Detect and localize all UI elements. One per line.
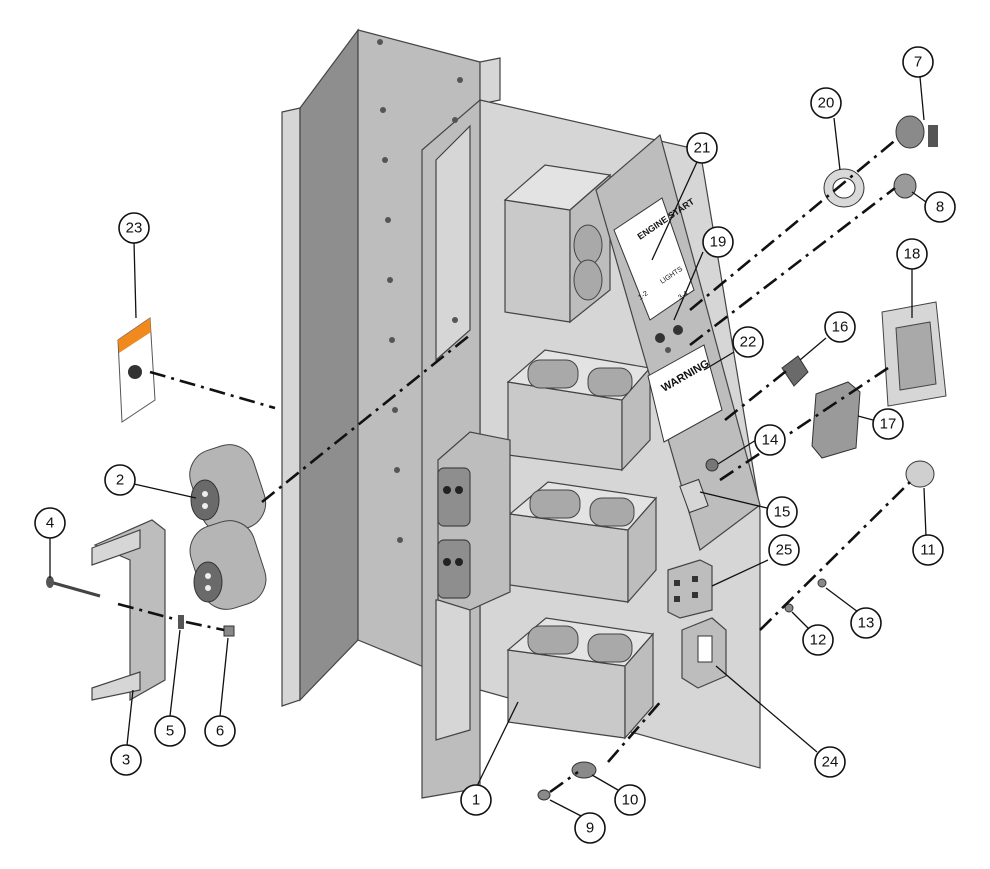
lights-left-label: 1-2 [637, 290, 649, 302]
single-receptacle [811, 381, 861, 459]
screw-5 [178, 615, 184, 629]
svg-text:13: 13 [858, 615, 875, 632]
svg-text:14: 14 [762, 432, 779, 449]
callout-14: 14 [754, 424, 786, 456]
callout-2: 2 [104, 464, 136, 496]
screw-13 [817, 578, 827, 588]
svg-text:3: 3 [122, 752, 130, 769]
left-flange [281, 107, 301, 707]
callout-22: 22 [732, 326, 764, 358]
svg-text:23: 23 [126, 220, 143, 237]
capacitor-pair [189, 444, 267, 610]
svg-text:4: 4 [46, 515, 54, 532]
lights-right-label: 3-4 [677, 290, 689, 302]
callout-12: 12 [802, 624, 834, 656]
svg-text:22: 22 [740, 334, 757, 351]
svg-text:10: 10 [622, 792, 639, 809]
svg-text:9: 9 [586, 820, 594, 837]
long-screw [49, 580, 101, 598]
svg-text:24: 24 [822, 754, 839, 771]
assembly-lines [117, 136, 911, 794]
screw-head [46, 576, 54, 588]
duplex-receptacle-mount [437, 431, 511, 611]
callout-16: 16 [824, 311, 856, 343]
screw-12 [784, 603, 794, 613]
left-side-wall [299, 28, 359, 702]
bushing-8 [893, 173, 917, 199]
svg-text:7: 7 [914, 54, 922, 71]
callout-9: 9 [574, 812, 606, 844]
ring-11 [905, 460, 935, 488]
callout-25: 25 [768, 534, 800, 566]
svg-text:25: 25 [776, 542, 793, 559]
callout-8: 8 [924, 191, 956, 223]
svg-text:8: 8 [936, 199, 944, 216]
perforation-top [435, 124, 471, 362]
perforation-bottom [435, 599, 471, 741]
svg-text:16: 16 [832, 319, 849, 336]
transformer-middle [508, 481, 658, 604]
control-faceplate: ENGINE START 1-2 LIGHTS 3-4 WARNING [595, 133, 761, 552]
cover-plate [881, 301, 947, 407]
transformer-lower [506, 617, 655, 740]
callout-10: 10 [614, 784, 646, 816]
svg-text:5: 5 [166, 723, 174, 740]
svg-text:21: 21 [694, 140, 711, 157]
nut-10 [571, 761, 597, 779]
callout-11: 11 [912, 534, 944, 566]
callout-bubbles: 1 2 3 4 5 6 7 8 9 10 11 12 13 14 15 16 1… [34, 46, 956, 844]
callout-23: 23 [118, 212, 150, 244]
rotary-switch [895, 115, 938, 149]
callout-6: 6 [204, 715, 236, 747]
callout-17: 17 [872, 408, 904, 440]
svg-text:12: 12 [810, 632, 827, 649]
callout-13: 13 [850, 607, 882, 639]
callout-7: 7 [902, 46, 934, 78]
callout-19: 19 [702, 226, 734, 258]
relay-block [667, 559, 713, 619]
toggle-switch [781, 355, 809, 387]
callout-15: 15 [766, 496, 798, 528]
svg-text:19: 19 [710, 234, 727, 251]
callout-21: 21 [686, 132, 718, 164]
callout-18: 18 [896, 238, 928, 270]
svg-text:11: 11 [920, 542, 936, 559]
svg-text:1: 1 [472, 792, 480, 809]
svg-text:15: 15 [774, 504, 791, 521]
svg-text:18: 18 [904, 246, 921, 263]
capacitor-bracket [91, 519, 166, 702]
svg-text:17: 17 [880, 416, 897, 433]
callout-4: 4 [34, 507, 66, 539]
callout-leaders [49, 76, 927, 819]
callout-3: 3 [110, 744, 142, 776]
nut-6 [223, 625, 235, 637]
warning-decal [117, 317, 156, 423]
callout-24: 24 [814, 746, 846, 778]
bolt-9 [537, 789, 551, 801]
circuit-breaker [681, 617, 727, 689]
transformer-upper [506, 349, 652, 472]
svg-text:2: 2 [116, 472, 124, 489]
callout-1: 1 [460, 784, 492, 816]
callout-5: 5 [154, 715, 186, 747]
svg-text:6: 6 [216, 723, 224, 740]
top-transformer [503, 164, 612, 324]
svg-text:20: 20 [818, 95, 835, 112]
callout-20: 20 [810, 87, 842, 119]
top-lip [479, 57, 501, 105]
